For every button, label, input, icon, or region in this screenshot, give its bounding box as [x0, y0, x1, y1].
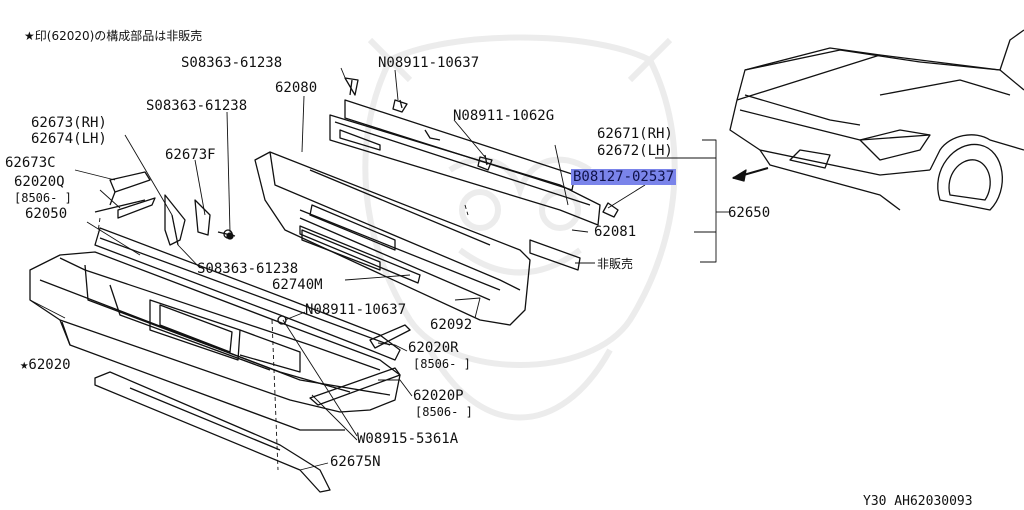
label-62080: 62080 [275, 80, 318, 96]
label-62672-lh: 62672(LH) [597, 143, 673, 159]
label-w08915-5361a: W08915-5361A [357, 431, 459, 447]
highlight-b08127-02537: B08127-02537 [571, 169, 677, 185]
label-n08911-10637-top: N08911-10637 [378, 55, 480, 71]
label-62020: ★62020 [20, 357, 71, 373]
label-62675n: 62675N [330, 454, 381, 470]
label-62673f: 62673F [165, 147, 216, 163]
label-8506-a: [8506- ] [14, 191, 72, 205]
label-s08363-61238-low: S08363-61238 [197, 261, 299, 277]
label-b08127-02537: B08127-02537 [571, 169, 677, 185]
label-62050: 62050 [25, 206, 68, 222]
label-62081: 62081 [594, 224, 637, 240]
label-62740m: 62740M [272, 277, 323, 293]
label-62092: 62092 [430, 317, 473, 333]
label-62020r: 62020R [408, 340, 459, 356]
label-62674-lh: 62674(LH) [31, 131, 107, 147]
label-62671-rh: 62671(RH) [597, 126, 673, 142]
label-s08363-61238-mid: S08363-61238 [146, 98, 248, 114]
diagram-code: Y30 AH62030093 [863, 494, 973, 509]
label-8506-b: [8506- ] [413, 357, 471, 371]
label-8506-c: [8506- ] [415, 405, 473, 419]
label-62673-rh: 62673(RH) [31, 115, 107, 131]
note-not-for-sale: ★印(62020)の構成部品は非販売 [24, 29, 203, 43]
label-62673c: 62673C [5, 155, 56, 171]
label-62650: 62650 [728, 205, 771, 221]
car-sketch [729, 29, 1024, 211]
label-n08911-10637-low: N08911-10637 [305, 302, 407, 318]
label-n08911-1062g: N08911-1062G [453, 108, 555, 124]
label-62020p: 62020P [413, 388, 464, 404]
label-62020q: 62020Q [14, 174, 65, 190]
label-not-for-sale: 非販売 [597, 257, 634, 271]
label-s08363-61238-top: S08363-61238 [181, 55, 283, 71]
